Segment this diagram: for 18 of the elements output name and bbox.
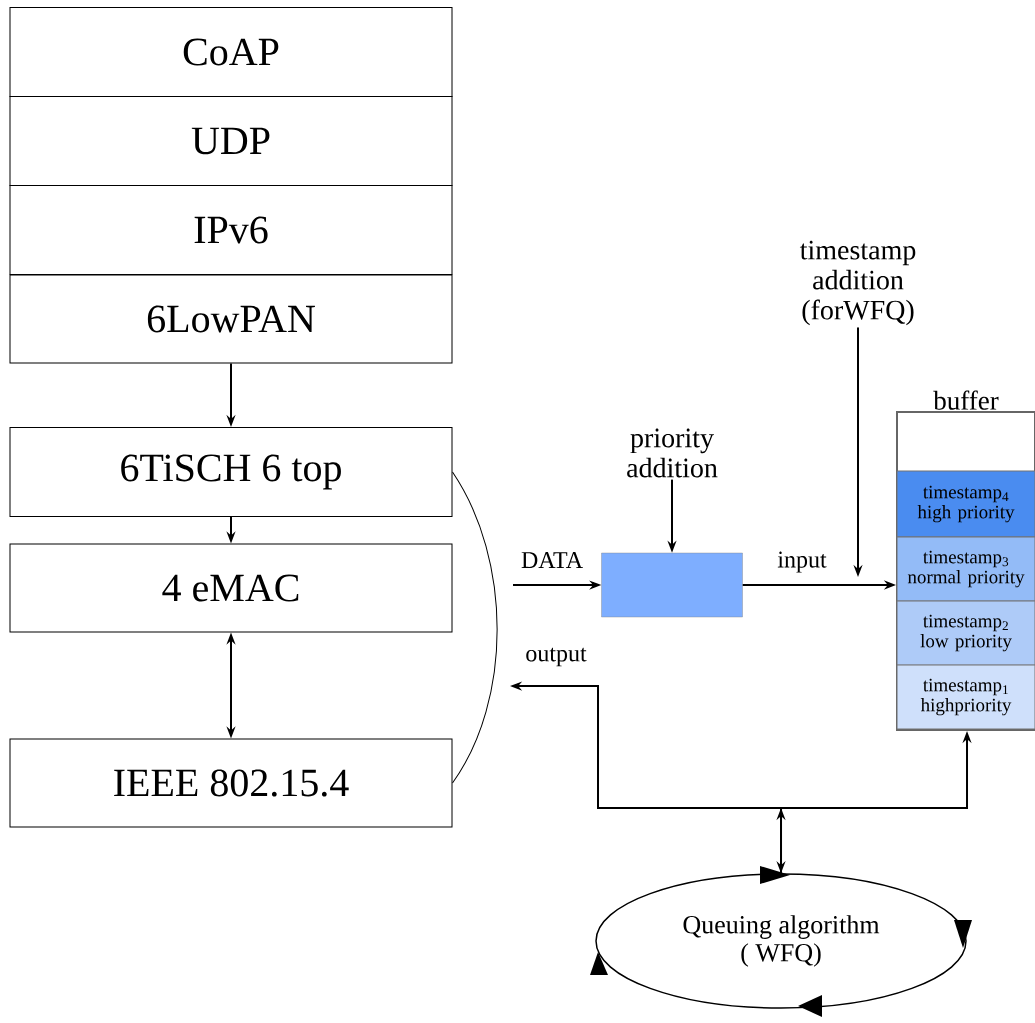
annotation-text: priority addition: [627, 428, 718, 478]
layer-box: 6LowPAN: [9, 274, 453, 364]
buffer-slot: timestamp$_{2}$ low priority: [896, 600, 1035, 666]
edge-label: DATA: [519, 551, 585, 569]
edge-label: input: [776, 550, 828, 574]
layer-box: 6TiSCH 6 top: [9, 427, 453, 517]
buffer-slot: timestamp$_{3}$ normal priority: [896, 536, 1035, 602]
node-label: buffer: [933, 390, 999, 410]
buffer-slot: timestamp$_{1}$ highpriority: [896, 664, 1035, 730]
layer-box: IEEE 802.15.4: [9, 738, 453, 828]
layer-box: IPv6: [9, 185, 453, 275]
edge-label: output: [524, 646, 588, 668]
layer-box: CoAP: [9, 7, 453, 97]
buffer-slot: timestamp$_{4}$ high priority: [896, 470, 1035, 538]
annotation-text: timestamp addition (forWFQ): [799, 240, 916, 326]
layer-box: 4 eMAC: [9, 543, 453, 633]
layer-box: UDP: [9, 96, 453, 186]
process-box: [601, 552, 743, 618]
